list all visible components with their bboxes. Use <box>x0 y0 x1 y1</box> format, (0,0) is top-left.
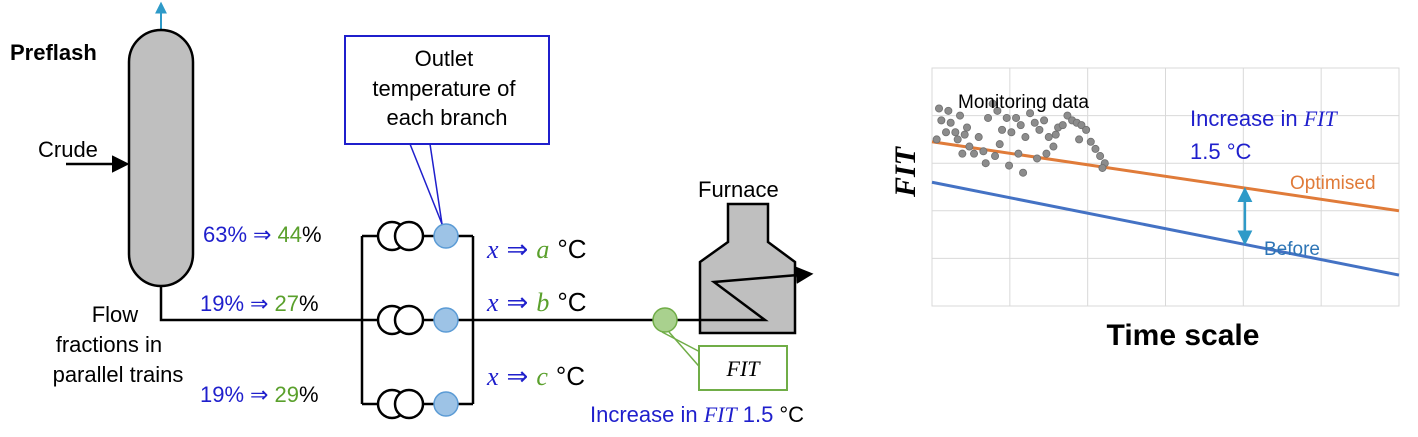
monitoring-point <box>1030 118 1039 127</box>
monitoring-point <box>1040 116 1049 125</box>
callout-pointer-edge <box>429 143 443 225</box>
outlet-temp-node-b <box>433 307 459 333</box>
monitoring-point <box>1096 152 1105 161</box>
monitoring-point <box>965 142 974 151</box>
chart-xlabel: Time scale <box>1107 319 1260 352</box>
monitoring-point <box>970 149 979 158</box>
branch-fraction-a: 63%⇒44% <box>203 222 322 247</box>
preflash-vessel <box>127 28 195 288</box>
furnace-coil <box>700 266 814 322</box>
branch-fraction-c: 19%⇒29% <box>200 382 319 407</box>
heat-exchanger-c <box>376 388 425 420</box>
heat-exchanger-b <box>376 304 425 336</box>
branch-temp-b: x⇒b°C <box>486 287 587 317</box>
chart-increase-note: Increase in FIT 1.5 °C <box>1190 106 1343 164</box>
monitoring-point <box>1049 142 1058 151</box>
monitoring-point <box>974 133 983 142</box>
monitoring-point <box>1026 109 1035 118</box>
fit-box <box>698 345 788 391</box>
callout-text: Outlet temperature of each branch <box>372 46 521 130</box>
chart-plot-frame <box>931 67 1400 307</box>
monitoring-point <box>988 99 997 108</box>
monitoring-point <box>993 106 1002 115</box>
branch-fraction-b: 19%⇒27% <box>200 291 319 316</box>
monitoring-point <box>1042 149 1051 158</box>
monitoring-point <box>1005 161 1014 170</box>
monitoring-point <box>995 140 1004 149</box>
monitoring-point <box>1098 163 1107 172</box>
monitoring-point <box>958 149 967 158</box>
series-label-optimised: Optimised <box>1290 173 1376 194</box>
monitoring-point <box>946 118 955 127</box>
monitoring-point <box>953 135 962 144</box>
fit-box-label: FIT <box>726 356 762 381</box>
flow-fractions-label: Flow fractions in parallel trains <box>53 302 184 387</box>
outlet-temp-node-c <box>433 391 459 417</box>
monitoring-point <box>1058 121 1067 130</box>
heat-exchanger-a <box>376 220 425 252</box>
monitoring-point <box>935 104 944 113</box>
preflash-label: Preflash <box>10 40 97 65</box>
monitoring-point <box>981 159 990 168</box>
branch-temp-a: x⇒a°C <box>486 234 587 264</box>
monitoring-point <box>1086 137 1095 146</box>
monitoring-point <box>1016 121 1025 130</box>
monitoring-point <box>1007 128 1016 137</box>
monitoring-point <box>984 113 993 122</box>
series-line-optimised <box>931 140 1400 213</box>
monitoring-point <box>1014 149 1023 158</box>
monitoring-point <box>960 130 969 139</box>
monitoring-point <box>956 111 965 120</box>
chart-ylabel: FIT <box>889 145 922 198</box>
monitoring-scatter <box>932 99 1109 177</box>
monitoring-point <box>963 123 972 132</box>
series-line-before <box>931 180 1400 277</box>
monitoring-point <box>991 152 1000 161</box>
monitoring-point <box>1012 113 1021 122</box>
process-diagram: Preflash Crude Flow fractions in paralle… <box>10 1 814 427</box>
monitoring-point <box>942 128 951 137</box>
monitoring-point <box>1033 154 1042 163</box>
furnace-label: Furnace <box>698 177 779 202</box>
monitoring-point <box>979 147 988 156</box>
monitoring-point <box>1002 113 1011 122</box>
crude-label: Crude <box>38 137 98 162</box>
monitoring-point <box>1035 125 1044 134</box>
monitoring-point <box>1021 133 1030 142</box>
monitoring-point <box>1075 135 1084 144</box>
monitoring-point <box>1091 144 1100 153</box>
outlet-temp-node-a <box>433 223 459 249</box>
monitoring-point <box>998 125 1007 134</box>
monitoring-point <box>951 128 960 137</box>
monitoring-point <box>932 135 941 144</box>
branch-temp-c: x⇒c°C <box>486 361 585 391</box>
furnace-body <box>698 202 797 335</box>
callout-pointer <box>409 143 443 225</box>
fit-chart: FIT Monitoring data Increase in FIT 1.5 … <box>889 67 1400 352</box>
vessel-bottom-pipe <box>159 286 362 322</box>
fit-pointer <box>661 331 705 355</box>
monitoring-point <box>1051 130 1060 139</box>
monitoring-point <box>1044 133 1053 142</box>
monitoring-data-label: Monitoring data <box>958 92 1089 113</box>
monitoring-point <box>944 106 953 115</box>
monitoring-point <box>1082 125 1091 134</box>
outlet-temp-callout <box>344 35 550 145</box>
monitoring-point <box>1063 111 1072 120</box>
monitoring-point <box>937 116 946 125</box>
fit-node <box>652 307 678 333</box>
monitoring-point <box>1019 168 1028 177</box>
series-label-before: Before <box>1264 239 1320 260</box>
chart-series-lines <box>931 140 1400 277</box>
monitoring-point <box>1077 121 1086 130</box>
